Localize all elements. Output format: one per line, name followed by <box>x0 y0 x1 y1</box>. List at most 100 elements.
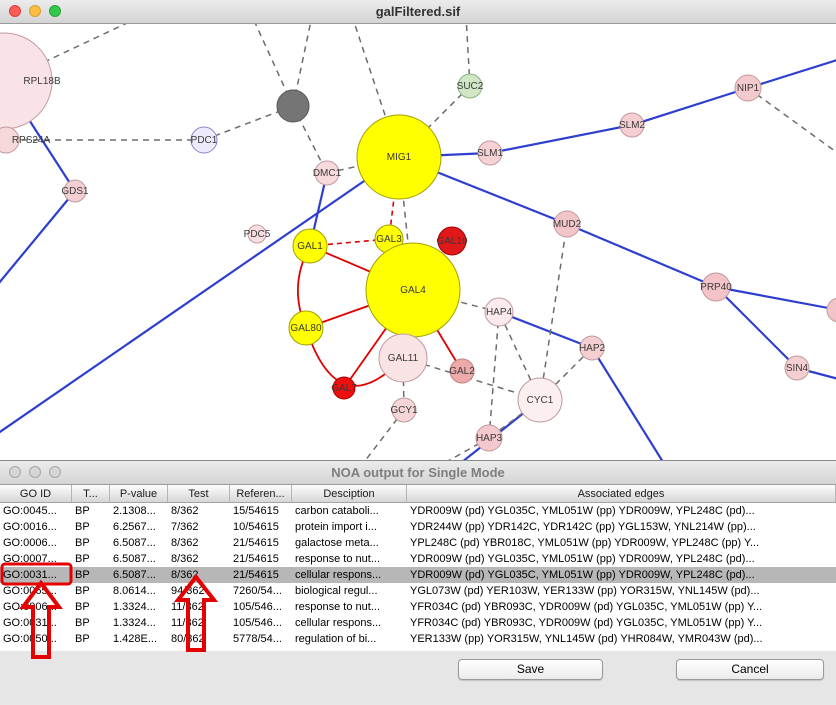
table-cell: 6.5087... <box>113 569 156 581</box>
network-node-gal11[interactable] <box>378 333 428 383</box>
minimize-button[interactable] <box>29 5 41 17</box>
network-edge[interactable] <box>747 87 836 162</box>
table-cell: 1.3324... <box>113 617 156 629</box>
network-edge[interactable] <box>402 357 405 411</box>
table-cell: BP <box>75 569 90 581</box>
network-node-prp40[interactable] <box>701 272 731 302</box>
table-cell: YFR034C (pd) YBR093C, YDR009W (pd) YGL03… <box>410 601 763 613</box>
network-node-dmc1[interactable] <box>314 160 340 186</box>
table-cell: 6.5087... <box>113 553 156 565</box>
network-edge[interactable] <box>566 222 717 289</box>
close-button[interactable] <box>9 466 21 478</box>
zoom-button[interactable] <box>49 5 61 17</box>
table-cell: YFR034C (pd) YBR093C, YDR009W (pd) YGL03… <box>410 617 763 629</box>
table-cell: 21/54615 <box>233 537 279 549</box>
network-node-gal2[interactable] <box>449 358 475 384</box>
column-header-2[interactable]: P-value <box>110 485 168 502</box>
network-node-nip1[interactable] <box>734 74 762 102</box>
table-cell: 5778/54... <box>233 633 282 645</box>
table-cell: 105/546... <box>233 617 282 629</box>
table-cell: GO:0065... <box>3 585 57 597</box>
table-cell: BP <box>75 601 90 613</box>
network-node-rps24a[interactable] <box>0 126 20 154</box>
network-node-cyc1[interactable] <box>517 377 563 423</box>
table-cell: GO:0006... <box>3 601 57 613</box>
cancel-button[interactable]: Cancel <box>676 659 824 680</box>
network-node-pdc1[interactable] <box>190 126 218 154</box>
network-edge[interactable] <box>747 56 836 90</box>
network-node-mud2[interactable] <box>553 210 581 238</box>
node-label-slm1: SLM1 <box>477 148 504 159</box>
table-cell: 2.1308... <box>113 505 156 517</box>
column-header-0[interactable]: GO ID <box>0 485 72 502</box>
network-edge[interactable] <box>715 285 836 311</box>
network-node-edgen[interactable] <box>826 297 836 323</box>
column-header-5[interactable]: Desciption <box>292 485 407 502</box>
traffic-lights-inactive <box>9 466 61 478</box>
network-edge[interactable] <box>488 311 500 439</box>
column-header-3[interactable]: Test <box>168 485 230 502</box>
network-node-mig1[interactable] <box>356 114 442 200</box>
close-button[interactable] <box>9 5 21 17</box>
network-edge[interactable] <box>398 85 471 158</box>
network-node-gal7[interactable] <box>332 376 356 400</box>
table-cell: 94/362 <box>171 585 205 597</box>
save-button[interactable]: Save <box>458 659 603 680</box>
network-node-gal10[interactable] <box>437 226 467 256</box>
table-cell: BP <box>75 505 90 517</box>
network-edge[interactable] <box>498 310 593 350</box>
network-node-gds1[interactable] <box>63 179 87 203</box>
minimize-button[interactable] <box>29 466 41 478</box>
node-label-gal10: GAL10 <box>436 236 468 247</box>
network-node-gal1[interactable] <box>292 228 328 264</box>
table-cell: 8/362 <box>171 569 199 581</box>
network-node-slm2[interactable] <box>619 112 645 138</box>
column-header-6[interactable]: Associated edges <box>407 485 836 502</box>
network-edge[interactable] <box>715 286 798 369</box>
network-node-slm1[interactable] <box>477 140 503 166</box>
network-node-hap3[interactable] <box>475 424 503 452</box>
network-node-hap2[interactable] <box>579 335 605 361</box>
table-cell: 15/54615 <box>233 505 279 517</box>
network-edge[interactable] <box>539 223 568 401</box>
network-canvas[interactable]: RPL18BRPS24AGDS1PDC1DMC1MIG1SUC2SLM1SLM2… <box>0 24 836 461</box>
node-label-gal7: GAL7 <box>331 383 357 394</box>
network-node-gray1[interactable] <box>276 89 310 123</box>
table-cell: 6.5087... <box>113 537 156 549</box>
network-edge[interactable] <box>0 156 400 436</box>
column-header-1[interactable]: T... <box>72 485 110 502</box>
network-titlebar[interactable]: galFiltered.sif <box>0 0 836 24</box>
noa-titlebar[interactable]: NOA output for Single Mode <box>0 461 836 485</box>
node-label-suc2: SUC2 <box>457 81 484 92</box>
table-cell: 1.3324... <box>113 601 156 613</box>
network-edge[interactable] <box>631 86 749 127</box>
network-node-hap4[interactable] <box>484 297 514 327</box>
network-node-pdc5[interactable] <box>247 224 267 244</box>
network-edge[interactable] <box>591 347 668 461</box>
network-edge[interactable] <box>489 123 633 155</box>
table-cell: 80/362 <box>171 633 205 645</box>
network-node-sin4[interactable] <box>784 355 810 381</box>
column-header-4[interactable]: Referen... <box>230 485 292 502</box>
network-node-suc2[interactable] <box>457 73 483 99</box>
network-edge[interactable] <box>0 190 76 289</box>
network-node-gal80[interactable] <box>288 310 324 346</box>
table-cell: BP <box>75 537 90 549</box>
network-edge[interactable] <box>358 409 405 461</box>
table-cell: 11/362 <box>171 601 204 613</box>
zoom-button[interactable] <box>49 466 61 478</box>
table-cell: YDR009W (pd) YGL035C, YML051W (pp) YDR00… <box>410 569 755 581</box>
network-node-gcy1[interactable] <box>391 397 417 423</box>
node-label-prp40: PRP40 <box>700 282 732 293</box>
